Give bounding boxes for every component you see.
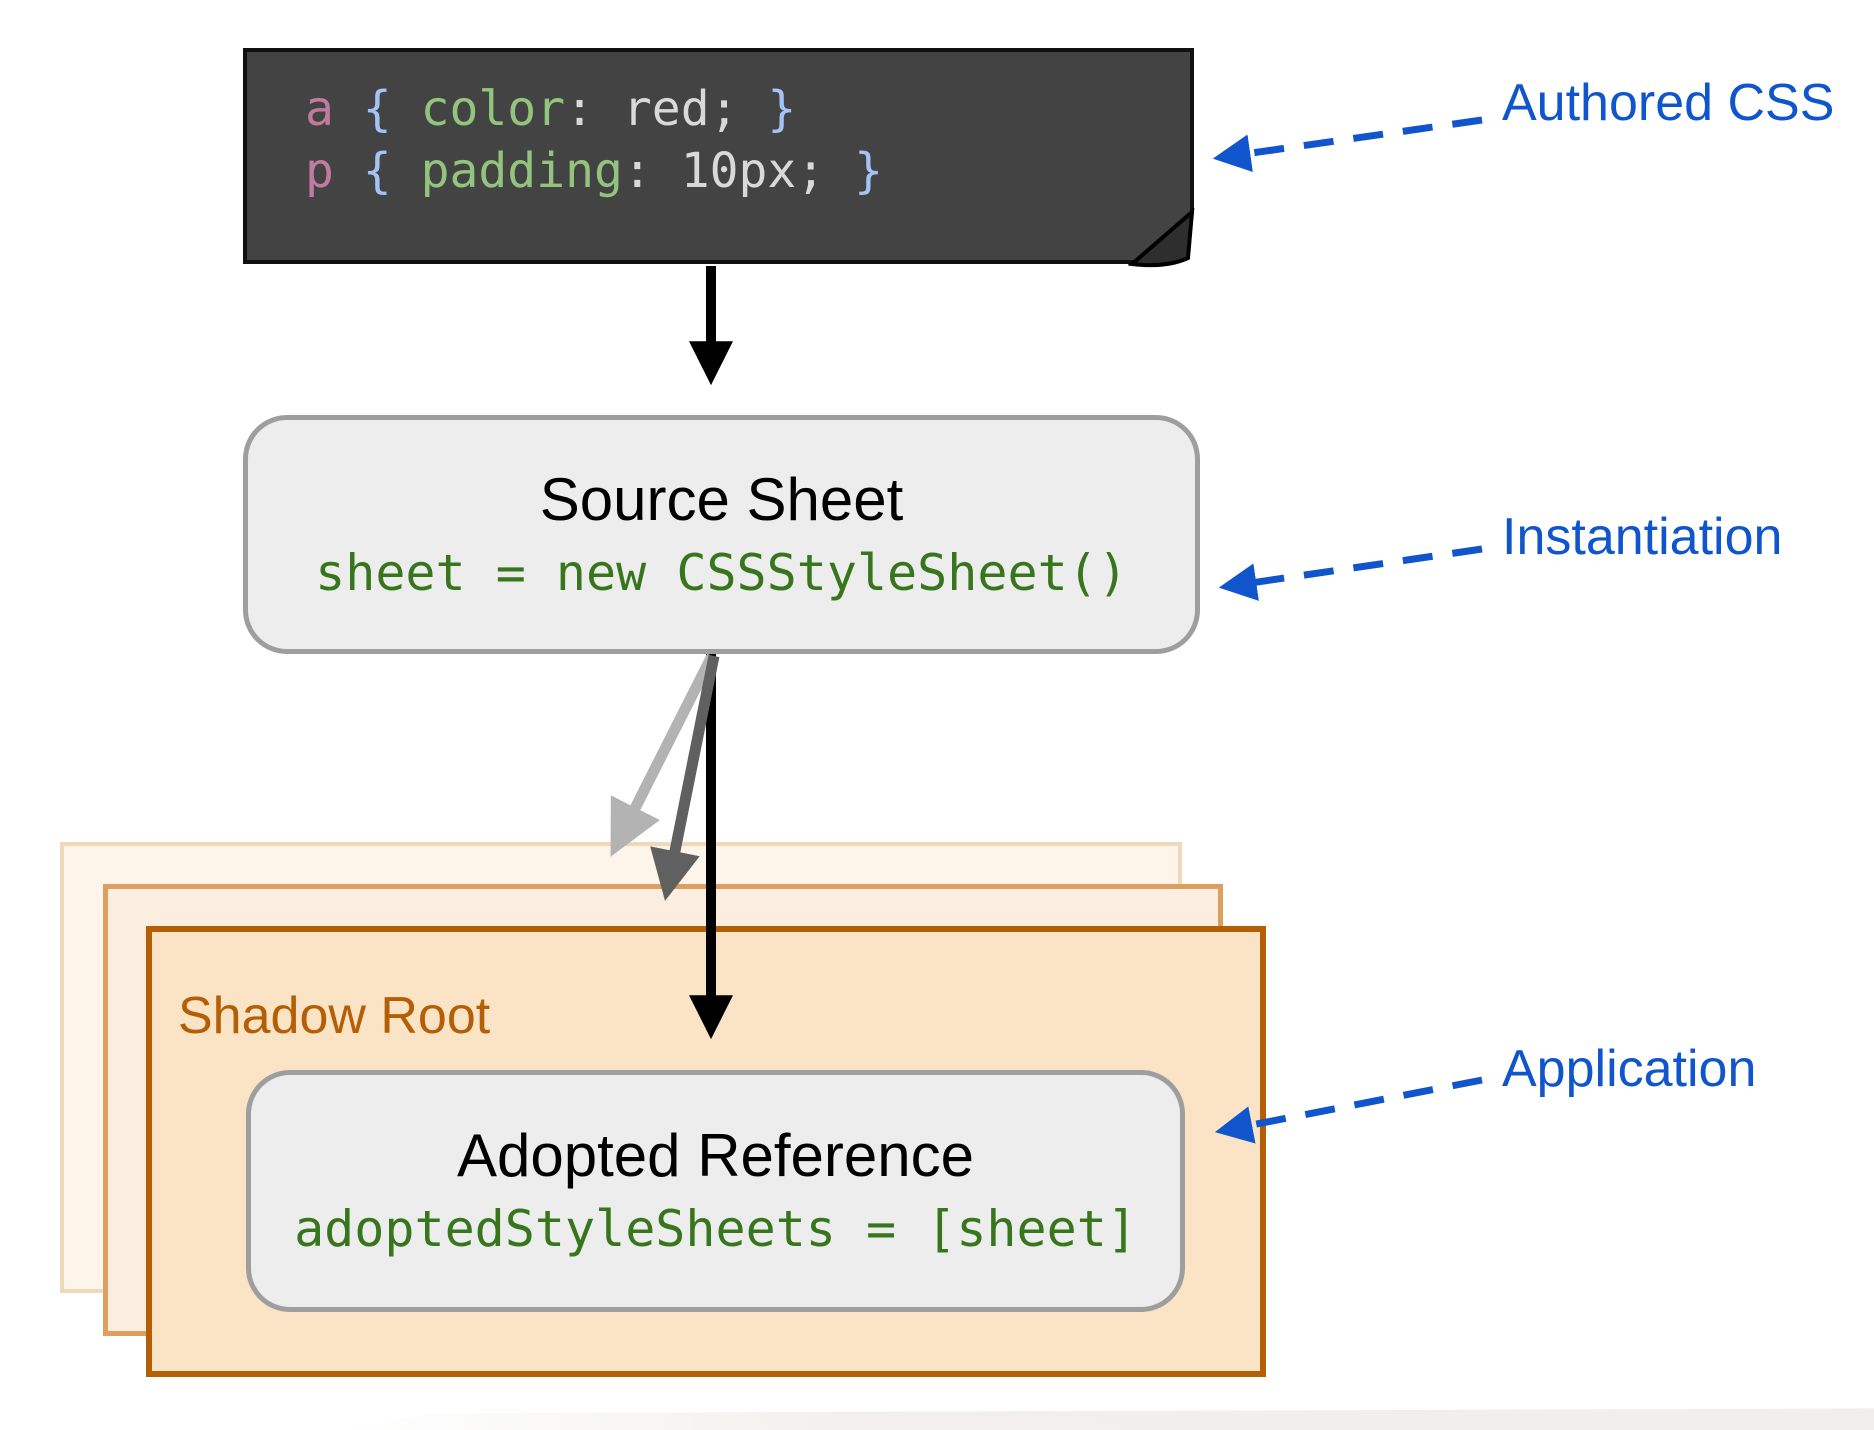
source-sheet-box: Source Sheet sheet = new CSSStyleSheet() — [243, 415, 1200, 654]
annotation-arrow-authored-css — [1212, 116, 1483, 172]
css-close-brace: } — [854, 143, 883, 199]
source-sheet-title: Source Sheet — [539, 465, 904, 533]
css-selector: a — [305, 81, 334, 137]
annotation-arrow-instantiation — [1218, 545, 1483, 601]
adopted-reference-code: adoptedStyleSheets = [sheet] — [294, 1200, 1137, 1258]
annotation-label-authored-css: Authored CSS — [1502, 74, 1835, 132]
css-close-brace: } — [767, 81, 797, 137]
adopted-reference-box: Adopted Reference adoptedStyleSheets = [… — [246, 1070, 1185, 1312]
css-rule-line-1: a { color: red; } — [305, 78, 1190, 140]
css-open-brace: { — [333, 81, 421, 137]
css-value: : red; — [565, 81, 768, 137]
shadow-root-label: Shadow Root — [178, 987, 491, 1045]
css-rule-line-2: p { padding: 10px; } — [305, 140, 1190, 202]
authored-css-block: a { color: red; } p { padding: 10px; } — [243, 48, 1194, 264]
css-value: : 10px; — [622, 143, 855, 199]
annotation-label-application: Application — [1502, 1040, 1757, 1098]
css-selector: p — [305, 143, 334, 199]
adopted-reference-title: Adopted Reference — [456, 1122, 975, 1189]
css-property: color — [420, 81, 566, 137]
annotation-label-instantiation: Instantiation — [1502, 508, 1783, 566]
source-sheet-code: sheet = new CSSStyleSheet() — [315, 543, 1128, 602]
bottom-shadow-strip — [340, 1408, 1874, 1430]
css-open-brace: { — [333, 143, 421, 199]
flow-arrow-source-to-shadow-back — [610, 653, 717, 857]
css-property: padding — [420, 143, 623, 199]
page-curl-icon — [1128, 208, 1195, 268]
